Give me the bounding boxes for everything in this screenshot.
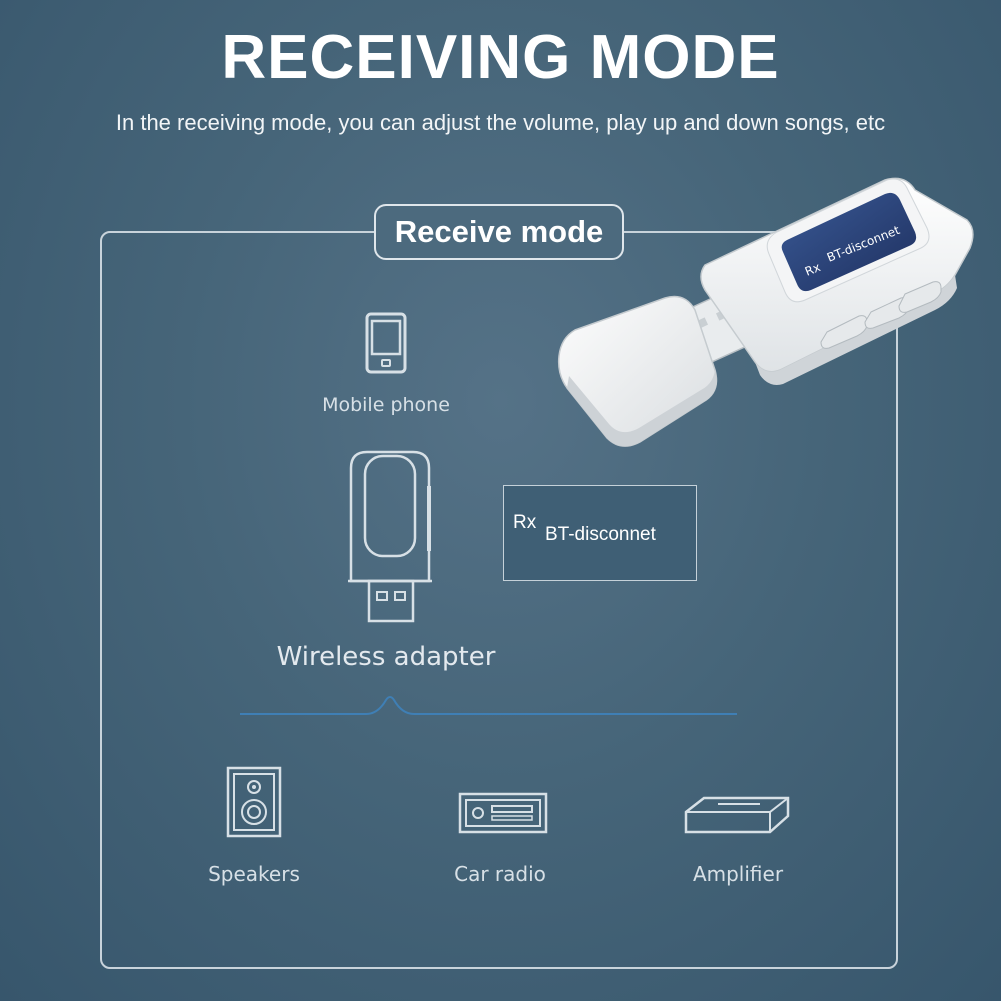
wireless-adapter-label: Wireless adapter — [276, 642, 496, 672]
mobile-phone-icon — [365, 312, 407, 374]
product-screen-rx: Rx — [803, 260, 823, 279]
speakers-label: Speakers — [208, 862, 300, 886]
display-status-text: BT-disconnet — [545, 524, 656, 545]
speaker-icon — [226, 766, 282, 838]
mode-label: Receive mode — [374, 204, 624, 260]
page-subtitle: In the receiving mode, you can adjust th… — [115, 110, 886, 135]
car-radio-icon — [458, 792, 548, 834]
amplifier-icon — [684, 796, 790, 834]
mobile-phone-label: Mobile phone — [322, 394, 450, 416]
display-rx-text: Rx — [513, 512, 537, 533]
usb-adapter-product: Rx BT-disconnet — [557, 177, 974, 447]
divider-line — [240, 696, 737, 715]
car-radio-label: Car radio — [454, 862, 546, 886]
adapter-display-box: Rx BT-disconnet — [503, 485, 697, 581]
page-title: RECEIVING MODE — [221, 23, 780, 92]
amplifier-label: Amplifier — [692, 862, 784, 886]
usb-adapter-icon — [348, 450, 432, 623]
